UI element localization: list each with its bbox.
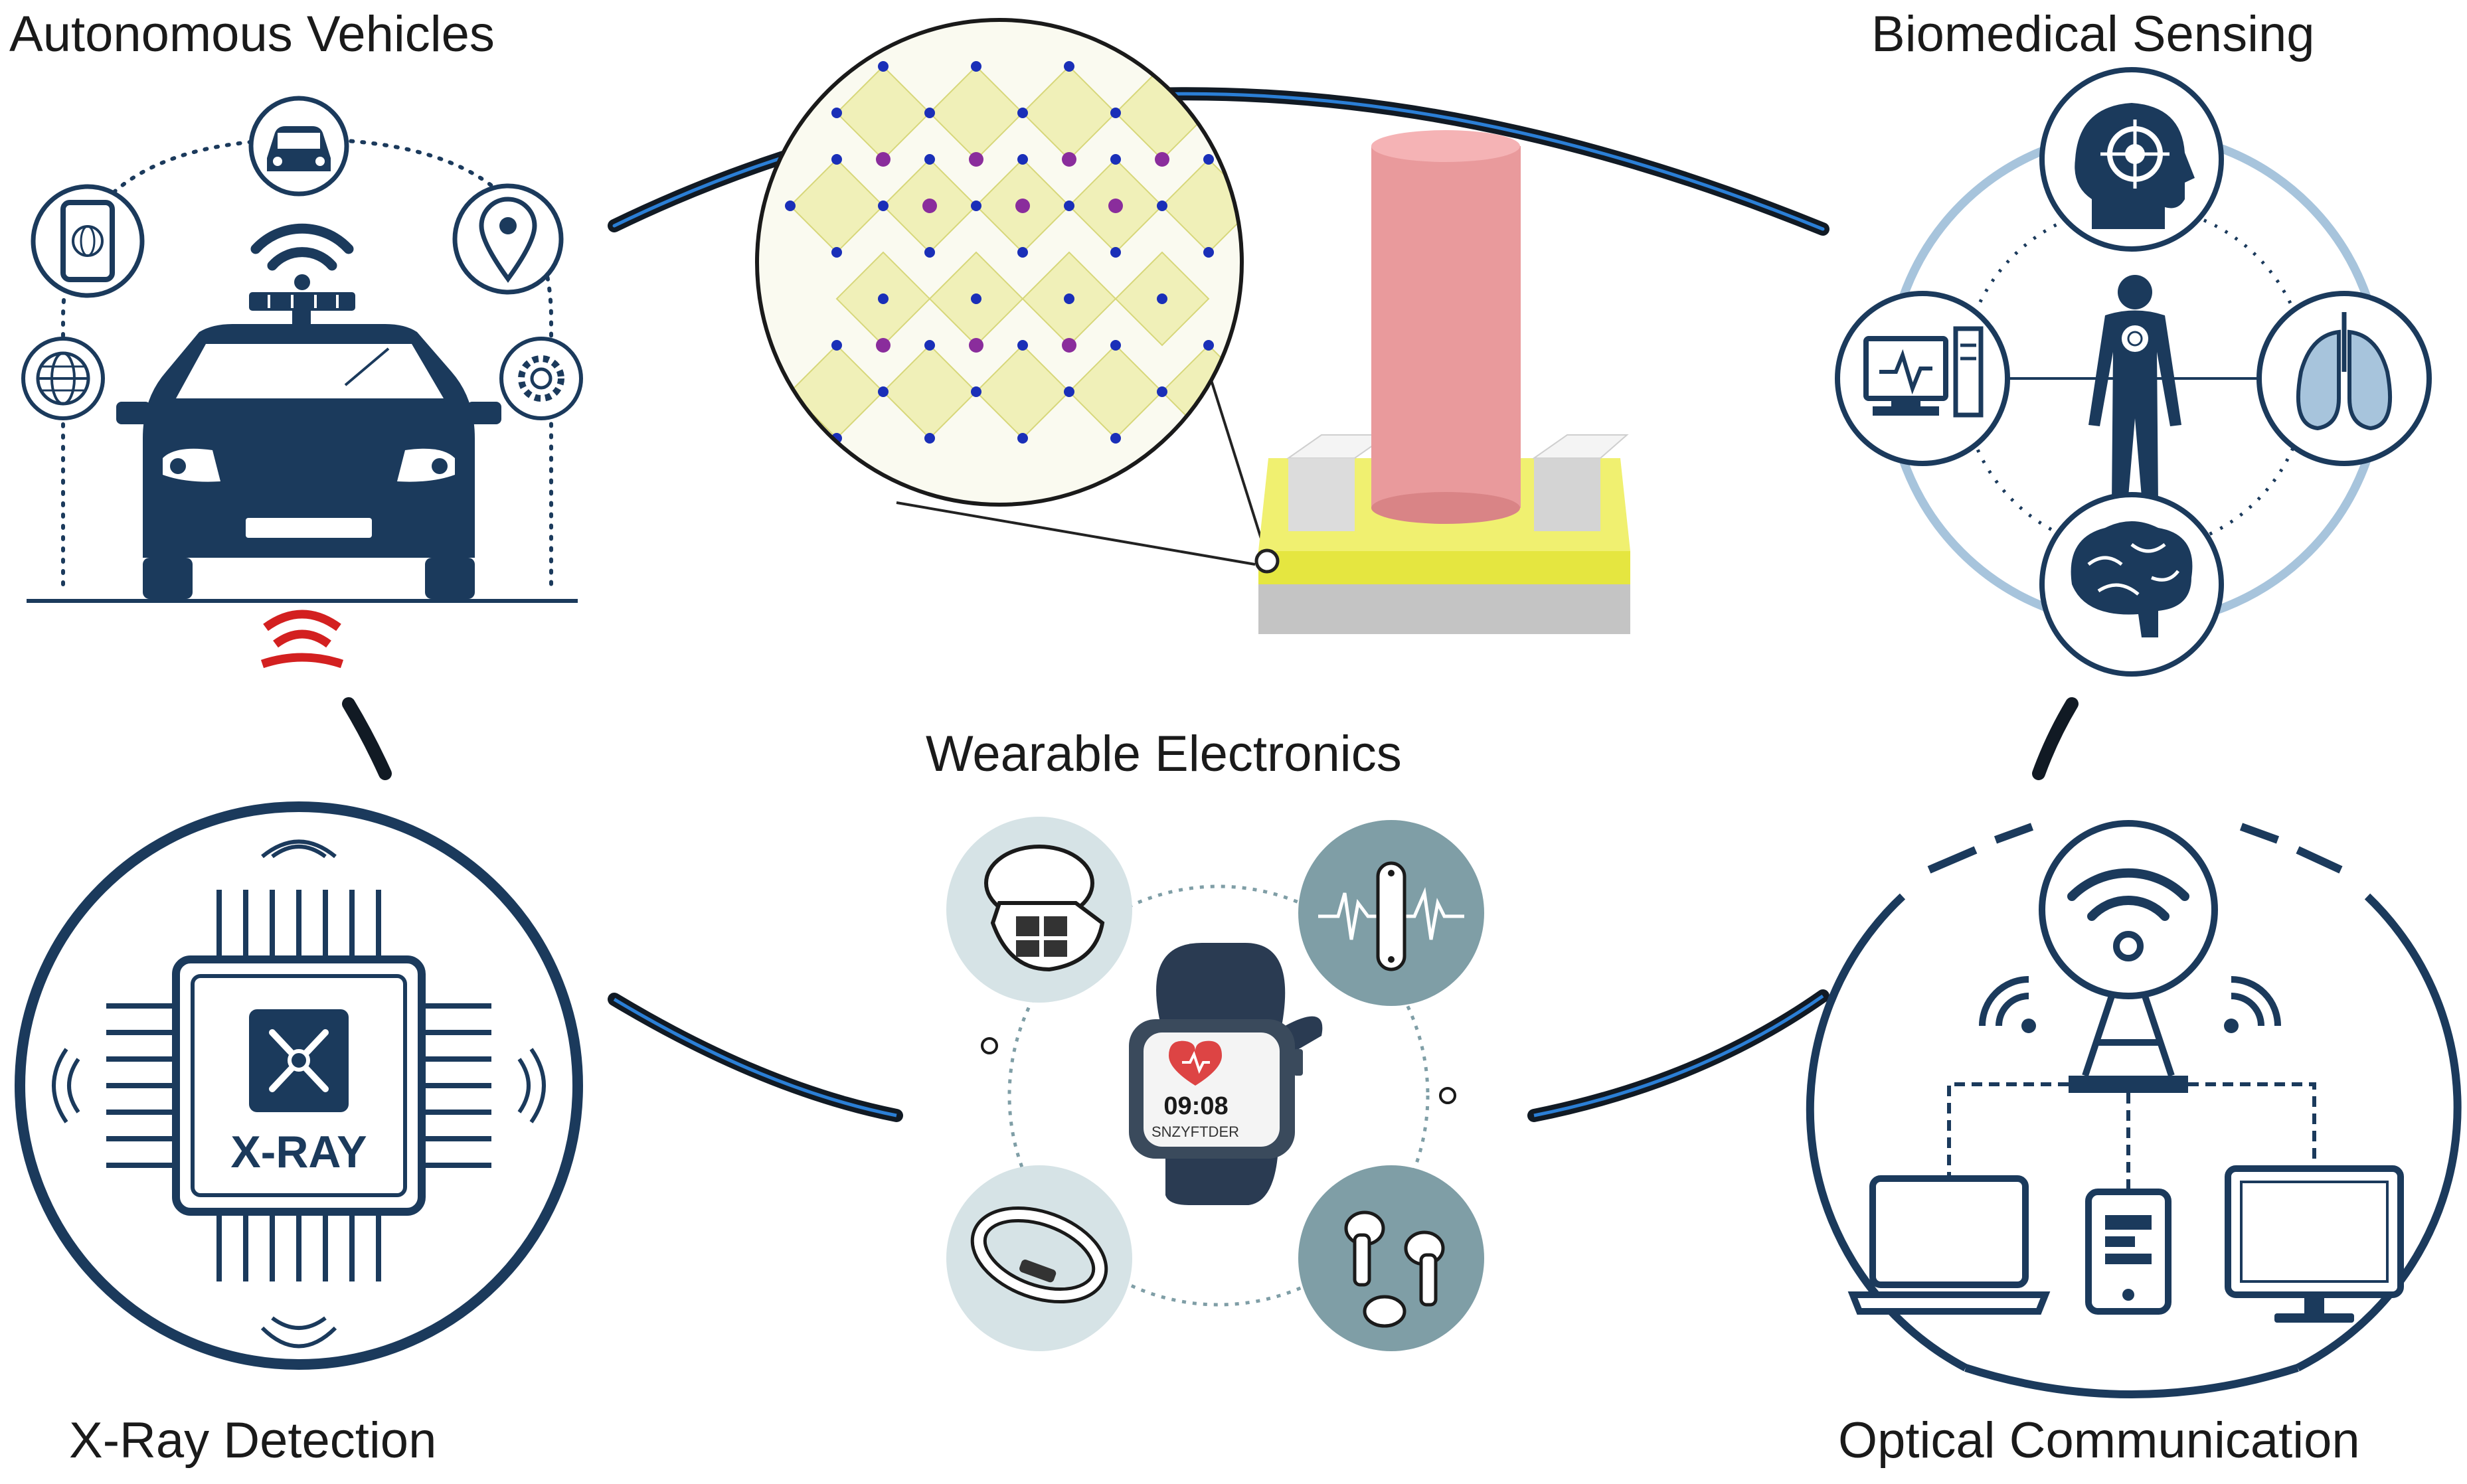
laptop-icon — [1847, 1175, 2051, 1315]
xray-chip-label: X-RAY — [230, 1127, 367, 1177]
gear-icon — [499, 337, 583, 420]
perovskite-crystal-zoom — [755, 18, 1266, 566]
xray-signal-right — [517, 1048, 546, 1123]
phone-icon — [2085, 1189, 2171, 1315]
signal-right-icon — [2224, 976, 2281, 1033]
label-autonomous-vehicles: Autonomous Vehicles — [9, 6, 495, 62]
perovskite-pillar — [1371, 130, 1521, 524]
label-biomedical-sensing: Biomedical Sensing — [1871, 6, 2315, 62]
xray-icon — [249, 1009, 349, 1112]
electrode-left — [1286, 434, 1391, 531]
xray-signal-top — [261, 839, 337, 859]
watch-time: 09:08 — [1163, 1092, 1228, 1120]
lungs-icon — [2256, 291, 2432, 466]
router-icon — [2039, 820, 2218, 1093]
car-front-icon — [116, 324, 501, 599]
optical-communication-panel — [1806, 820, 2462, 1398]
brain-icon — [2039, 492, 2224, 677]
electrode-right — [1531, 434, 1629, 531]
head-target-icon — [2039, 67, 2224, 252]
smartphone-icon — [31, 184, 145, 298]
earbud-case-icon — [946, 817, 1132, 1003]
earbuds-icon — [1298, 1165, 1484, 1351]
desktop-icon — [2225, 1165, 2404, 1323]
radar-signal-icon — [260, 610, 344, 669]
smartwatch-icon: 09:08 SNZYFTDER — [1129, 943, 1323, 1205]
globe-icon — [21, 337, 105, 420]
label-xray-detection: X-Ray Detection — [69, 1412, 437, 1469]
lidar-sensor — [249, 292, 355, 336]
human-body-icon — [2088, 275, 2181, 505]
watch-subtext: SNZYFTDER — [1151, 1123, 1239, 1140]
signal-left-icon — [1979, 976, 2036, 1033]
wearable-electronics-panel: 09:08 SNZYFTDER — [946, 817, 1484, 1351]
wifi-icon — [250, 223, 354, 290]
photodetector-device — [1254, 130, 1630, 634]
xray-signal-bottom — [260, 1316, 337, 1349]
fitness-band-icon — [946, 1165, 1132, 1351]
chip-icon — [106, 890, 491, 1281]
car-icon — [248, 96, 349, 197]
zoom-lines — [896, 371, 1266, 566]
autonomous-vehicles-panel — [21, 96, 583, 669]
label-optical-communication: Optical Communication — [1838, 1412, 2360, 1469]
computer-monitor-icon — [1835, 291, 2010, 466]
xray-detection-panel: X-RAY — [15, 801, 583, 1370]
network-lines — [1947, 1082, 2316, 1189]
sensor-wave-icon — [1298, 820, 1484, 1006]
label-wearable-electronics: Wearable Electronics — [926, 726, 1402, 782]
location-pin-icon — [452, 183, 564, 295]
xray-signal-left — [52, 1048, 80, 1123]
biomedical-sensing-panel — [1835, 67, 2432, 677]
